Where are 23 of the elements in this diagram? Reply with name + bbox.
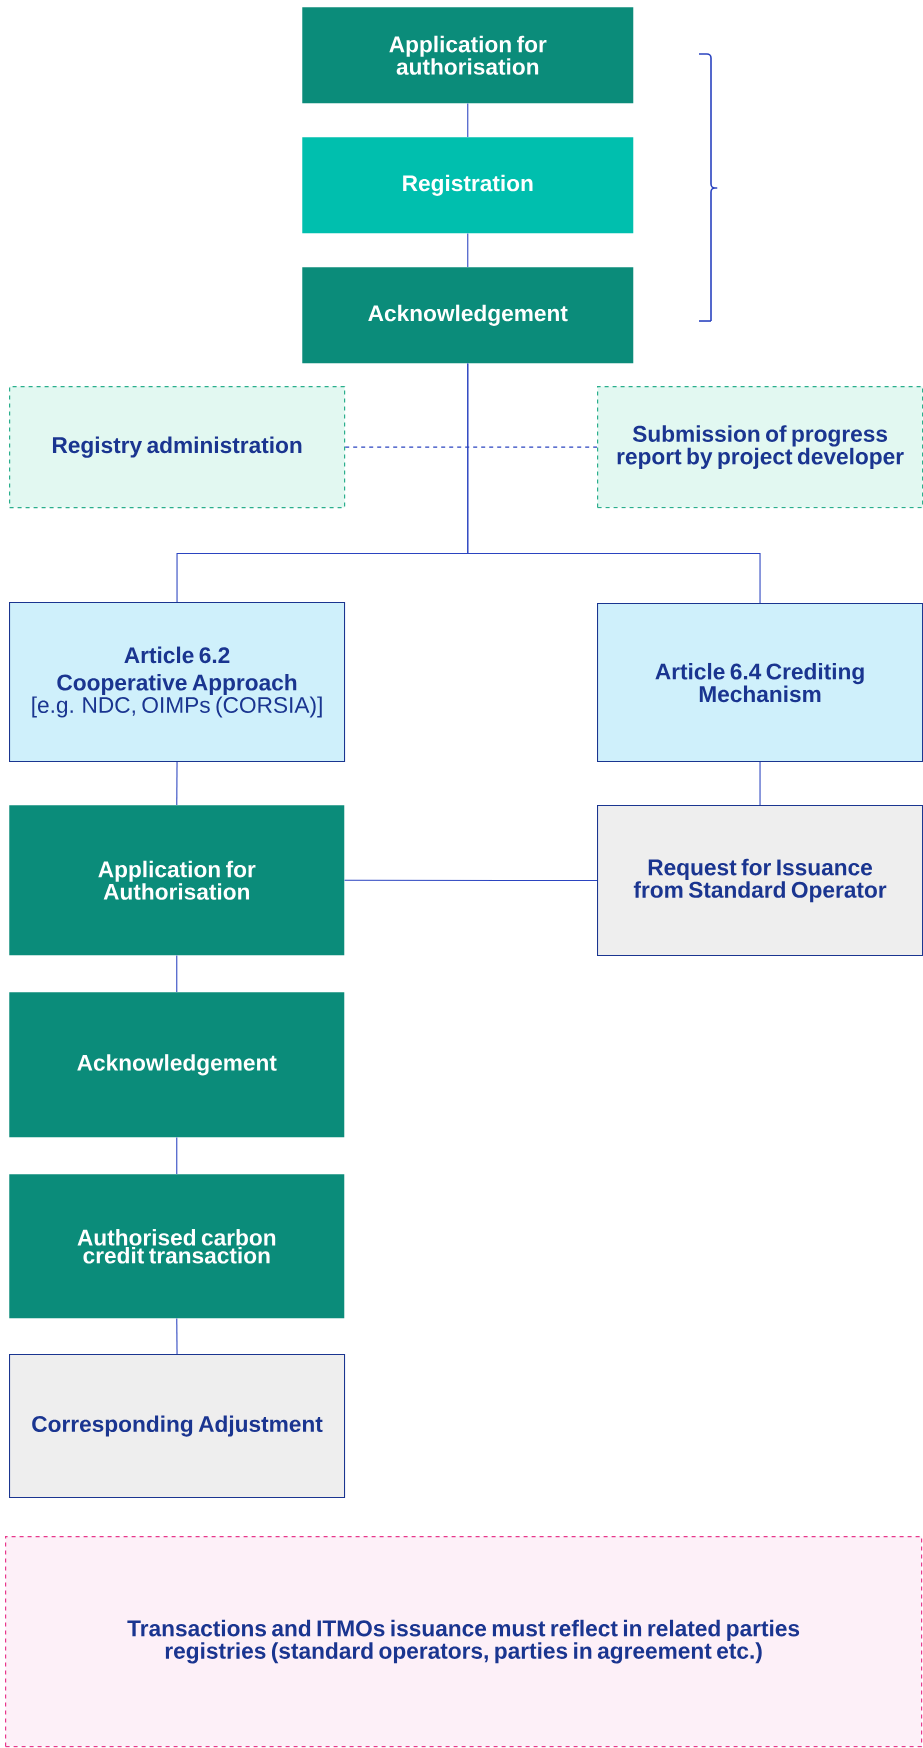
connector-line <box>467 103 469 138</box>
process-box: Article 6.2 Cooperative Approach [e.g. NDC, OIMPs (CORSIA)] <box>9 602 346 763</box>
connector-line <box>344 879 598 882</box>
process-box: Application for Authorisation <box>9 805 345 956</box>
process-box: Acknowledgement <box>9 992 345 1138</box>
process-box: Registry administration <box>9 386 346 509</box>
process-box: Corresponding Adjustment <box>9 1354 346 1499</box>
connector-line <box>467 363 761 604</box>
process-box: Authorised carbon credit transaction <box>9 1174 345 1319</box>
process-box: Acknowledgement <box>302 267 634 364</box>
connector-line <box>176 1137 178 1175</box>
connector-line <box>467 233 469 268</box>
connector-line <box>176 1318 178 1355</box>
connector-line <box>176 761 178 806</box>
note-box: Transactions and ITMOs issuance must reflect in related parties registries (standard operators, parties in agreement etc.) <box>5 1536 923 1748</box>
connector-line <box>176 955 178 993</box>
process-box: Registration <box>302 137 634 234</box>
connector-line <box>759 761 761 806</box>
process-box: Application for authorisation <box>302 7 634 104</box>
process-box: Article 6.4 Crediting Mechanism <box>597 603 923 763</box>
process-box: Submission of progress report by project developer <box>597 386 923 509</box>
connector-line <box>344 446 598 448</box>
process-box: Request for Issuance from Standard Operator <box>597 805 923 957</box>
